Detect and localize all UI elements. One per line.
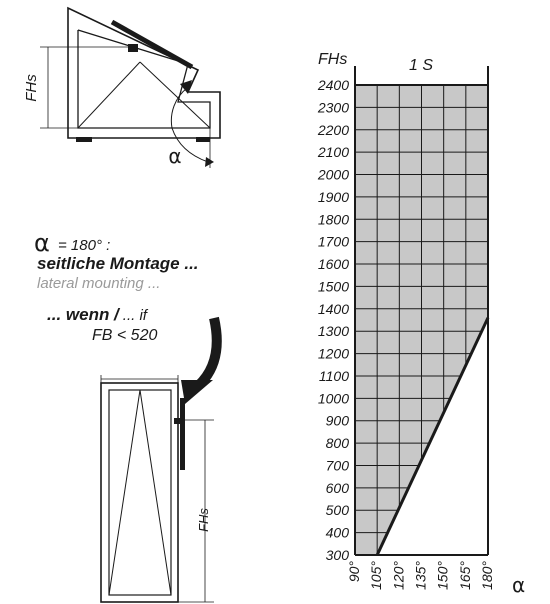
x-tick-label: 165° [457, 561, 473, 590]
curved-arrow-shaft [194, 316, 222, 390]
curved-arrow-head [181, 380, 213, 404]
y-tick-label: 1600 [318, 256, 349, 272]
wenn-text-en: ... if [123, 307, 149, 324]
y-tick-label: 2400 [317, 77, 349, 93]
mounting-text-de: seitliche Montage ... [37, 254, 199, 273]
vertical-window-drawing [100, 375, 214, 603]
roof-opening-line-left [77, 61, 141, 129]
y-tick-label: 2200 [317, 122, 349, 138]
window-opening-line-right [139, 389, 172, 596]
roof-window-drawing [40, 6, 221, 168]
y-tick-label: 700 [326, 457, 350, 473]
y-tick-label: 2100 [317, 144, 349, 160]
condition-text: FB < 520 [92, 327, 157, 344]
fhs-angle-chart: 2400 2300 2200 2100 2000 1900 1800 1700 1600 1500… [317, 51, 525, 597]
y-tick-label: 1400 [318, 301, 349, 317]
roof-sash-bar [110, 19, 194, 70]
top-alpha-label: α [168, 144, 181, 168]
angle-arc [170, 87, 209, 163]
y-tick-label: 2000 [317, 167, 349, 183]
y-tick-label: 1500 [318, 278, 349, 294]
y-tick-label: 900 [326, 413, 350, 429]
y-tick-label: 1100 [319, 368, 349, 384]
side-hinge [174, 418, 180, 424]
mounting-text-en: lateral mounting ... [37, 275, 160, 292]
y-tick-label: 500 [326, 502, 350, 518]
y-tick-label: 800 [326, 435, 350, 451]
window-frame-inner [108, 389, 172, 596]
y-tick-label: 1200 [318, 346, 349, 362]
y-tick-label: 1800 [318, 211, 349, 227]
y-tick-label: 600 [326, 480, 350, 496]
x-tick-labels: 90° 105° 120° 135° 150° 165° 180° [346, 561, 495, 590]
roof-foot-left [76, 137, 92, 142]
top-fhs-label: FHs [23, 74, 40, 102]
roof-hinge [128, 44, 138, 52]
y-tick-label: 1900 [318, 189, 349, 205]
x-tick-label: 105° [368, 561, 384, 590]
x-tick-label: 90° [346, 561, 362, 583]
x-axis-label: α [512, 573, 525, 597]
y-tick-label: 2300 [317, 99, 349, 115]
series-label: 1 S [409, 57, 433, 74]
condition-line: ... wenn /... if [47, 305, 149, 324]
alpha-symbol: α [34, 229, 50, 257]
x-tick-label: 150° [435, 561, 451, 590]
window-opening-line-left [108, 389, 141, 596]
roof-opening-line-right [139, 61, 211, 129]
roof-frame-outer [67, 6, 221, 139]
angle-arrowhead-top [180, 80, 192, 94]
y-tick-label: 300 [326, 547, 350, 563]
y-tick-label: 400 [326, 525, 350, 541]
bottom-fhs-label: FHs [196, 508, 211, 532]
roof-foot-right [196, 137, 210, 142]
alpha-value-text: = 180° : [58, 237, 110, 254]
side-sash-bar [180, 398, 185, 470]
wenn-text-de: ... wenn / [47, 305, 121, 324]
x-tick-label: 180° [479, 561, 495, 590]
y-tick-label: 1300 [318, 323, 349, 339]
window-frame-outer [100, 382, 179, 603]
y-tick-label: 1000 [318, 390, 349, 406]
y-tick-label: 1700 [318, 234, 349, 250]
y-tick-labels: 2400 2300 2200 2100 2000 1900 1800 1700 1600 1500… [317, 77, 349, 563]
chart-boundary-line [375, 317, 490, 556]
angle-arrowhead-bottom [205, 157, 214, 167]
x-tick-label: 135° [413, 561, 429, 590]
y-axis-label: FHs [318, 51, 347, 68]
x-tick-label: 120° [390, 561, 406, 590]
